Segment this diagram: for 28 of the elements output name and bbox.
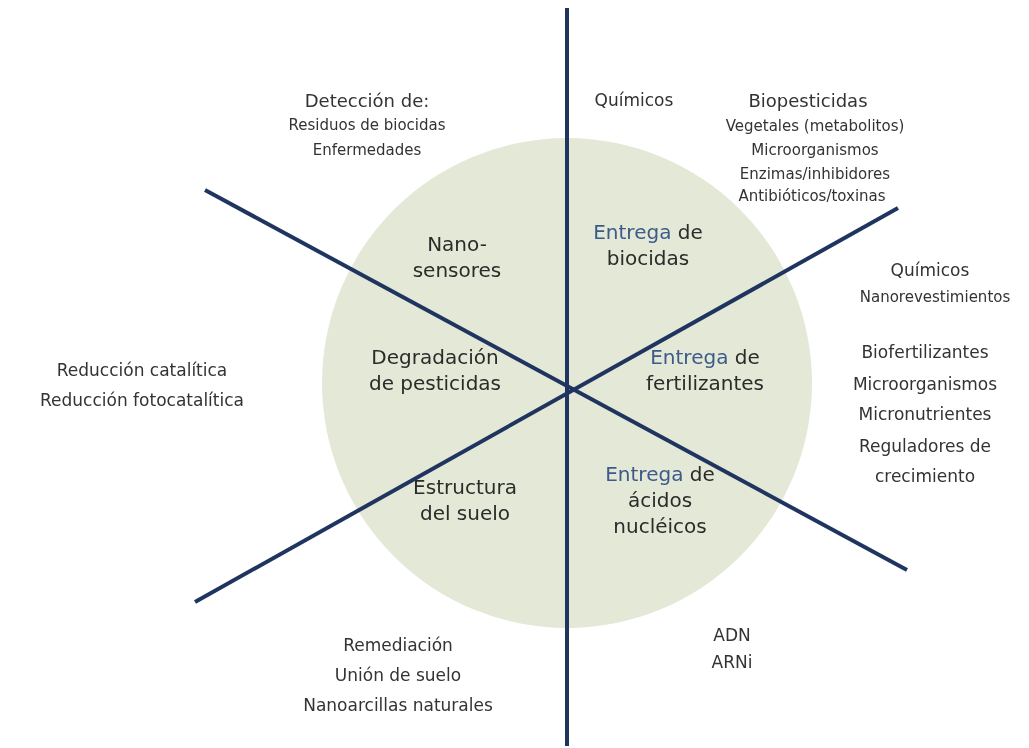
example-label: Reguladores de crecimiento — [858, 435, 992, 488]
example-label: Microorganismos — [852, 374, 998, 394]
sector-label: Nano- sensores — [402, 231, 512, 283]
example-label: Vegetales (metabolitos) — [725, 117, 905, 135]
example-label: Químicos — [594, 90, 674, 110]
sector-label: Degradación de pesticidas — [360, 344, 510, 396]
example-label: Detección de: — [304, 89, 430, 111]
sector-label: Entrega de ácidos nucléicos — [595, 461, 725, 539]
example-label: Remediación — [343, 635, 453, 655]
example-label: Microorganismos — [751, 141, 879, 159]
example-label: Residuos de biocidas — [288, 116, 446, 134]
example-label: Micronutrientes — [858, 404, 992, 424]
example-label: Enzimas/inhibidores — [739, 165, 891, 183]
example-label: Antibióticos/toxinas — [738, 187, 886, 205]
example-label: Químicos — [890, 260, 970, 280]
example-label: Nanoarcillas naturales — [303, 695, 493, 715]
sector-label: Estructura del suelo — [400, 474, 530, 526]
example-label: Enfermedades — [312, 141, 422, 159]
example-label: Biofertilizantes — [861, 342, 989, 362]
example-label: ADN — [713, 625, 751, 645]
example-label: Nanorevestimientos — [859, 288, 1011, 306]
example-label: Unión de suelo — [334, 665, 462, 685]
example-label: Reducción fotocatalítica — [40, 390, 244, 410]
example-label: ARNi — [711, 652, 753, 672]
example-label: Biopesticidas — [748, 89, 868, 111]
sector-label: Entrega de biocidas — [583, 219, 713, 271]
sector-label: Entrega de fertilizantes — [635, 344, 775, 396]
example-label: Reducción catalítica — [56, 360, 228, 380]
